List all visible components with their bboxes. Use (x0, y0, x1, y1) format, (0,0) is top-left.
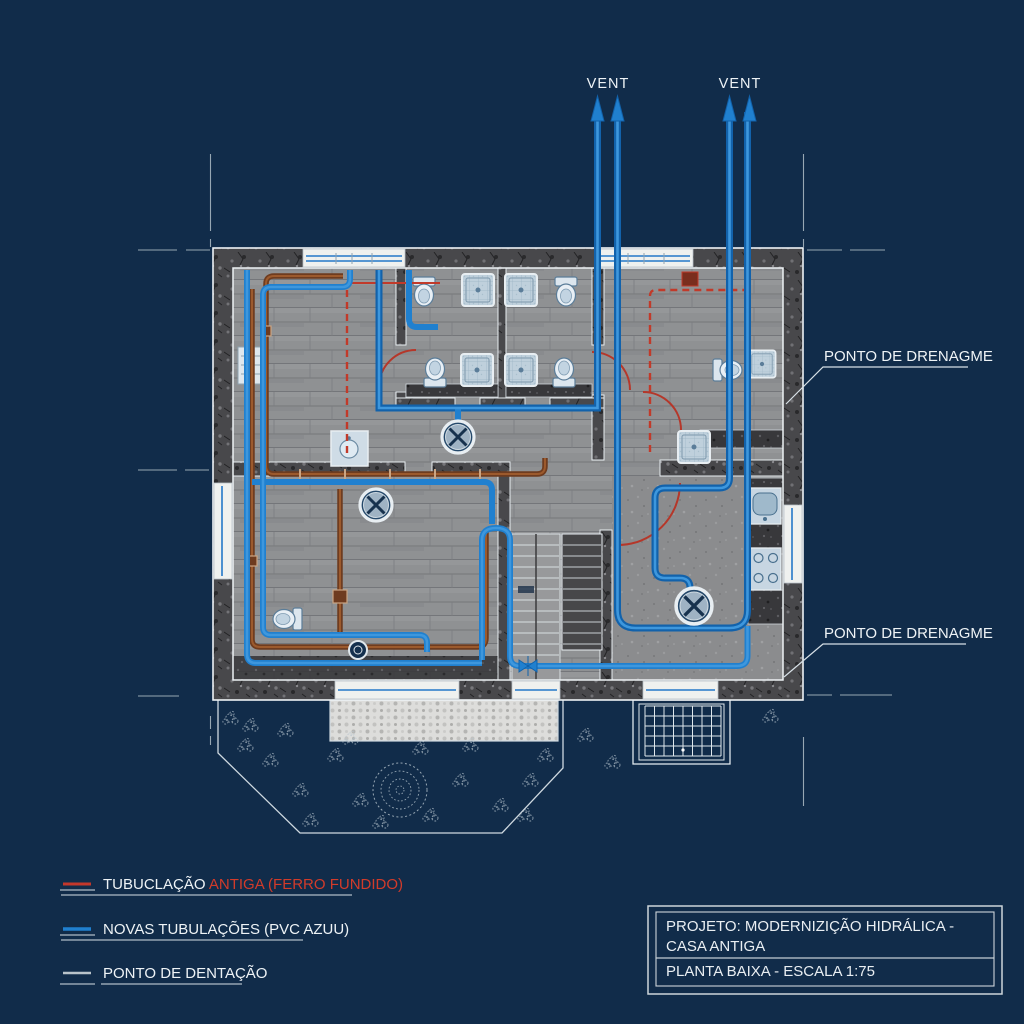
legend-label-new-pipe: NOVAS TUBULAÇÕES (PVC AZUU) (103, 921, 349, 938)
drainage-label-bottom: PONTO DE DRENAGME (824, 625, 993, 642)
kitchen-sink (748, 487, 782, 525)
leader-line (785, 366, 968, 405)
floor-drains (348, 419, 714, 660)
patio-area (217, 696, 779, 834)
new-pvc-pipes (244, 112, 751, 676)
pebble-terrace (329, 696, 559, 742)
stove (749, 547, 782, 591)
dimension-extension-lines (138, 154, 892, 806)
project-title: PROJETO: MODERNIZIÇÃO HIDRÁLICA - CASA A… (666, 918, 955, 955)
old-iron-pipes (246, 273, 548, 650)
valve-symbol (518, 656, 538, 676)
garden-plants (222, 708, 779, 829)
bidet (272, 607, 303, 631)
vanity-sink (330, 430, 369, 467)
windows (213, 248, 803, 700)
title-block: PROJETO: MODERNIZIÇÃO HIDRÁLICA - CASA A… (647, 905, 1003, 995)
sheet-title: PLANTA BAIXA - ESCALA 1:75 (666, 963, 875, 980)
vent-label-left: VENT (587, 76, 630, 92)
legend-label-old-pipe: TUBUCLAÇÃO ANTIGA (FERRO FUNDIDO) (103, 876, 403, 893)
vent-label-right: VENT (719, 76, 762, 92)
small-floor-drain (348, 640, 368, 660)
toilet (412, 276, 436, 307)
house-structure (212, 112, 804, 701)
old-pipes-red-dashed (345, 271, 750, 458)
drainage-annotations: PONTO DE DRENAGME PONTO DE DRENAGME (783, 348, 993, 678)
legend-label-drain: PONTO DE DENTAÇÃO (103, 965, 267, 982)
large-bush (372, 762, 428, 818)
vent-stacks: VENT VENT (587, 76, 762, 122)
drainage-label-top: PONTO DE DRENAGME (824, 348, 993, 365)
legend: TUBUCLAÇÃO ANTIGA (FERRO FUNDIDO) NOVAS … (60, 876, 403, 985)
shower (461, 273, 495, 307)
leader-line (783, 643, 966, 678)
staircase (511, 533, 603, 681)
